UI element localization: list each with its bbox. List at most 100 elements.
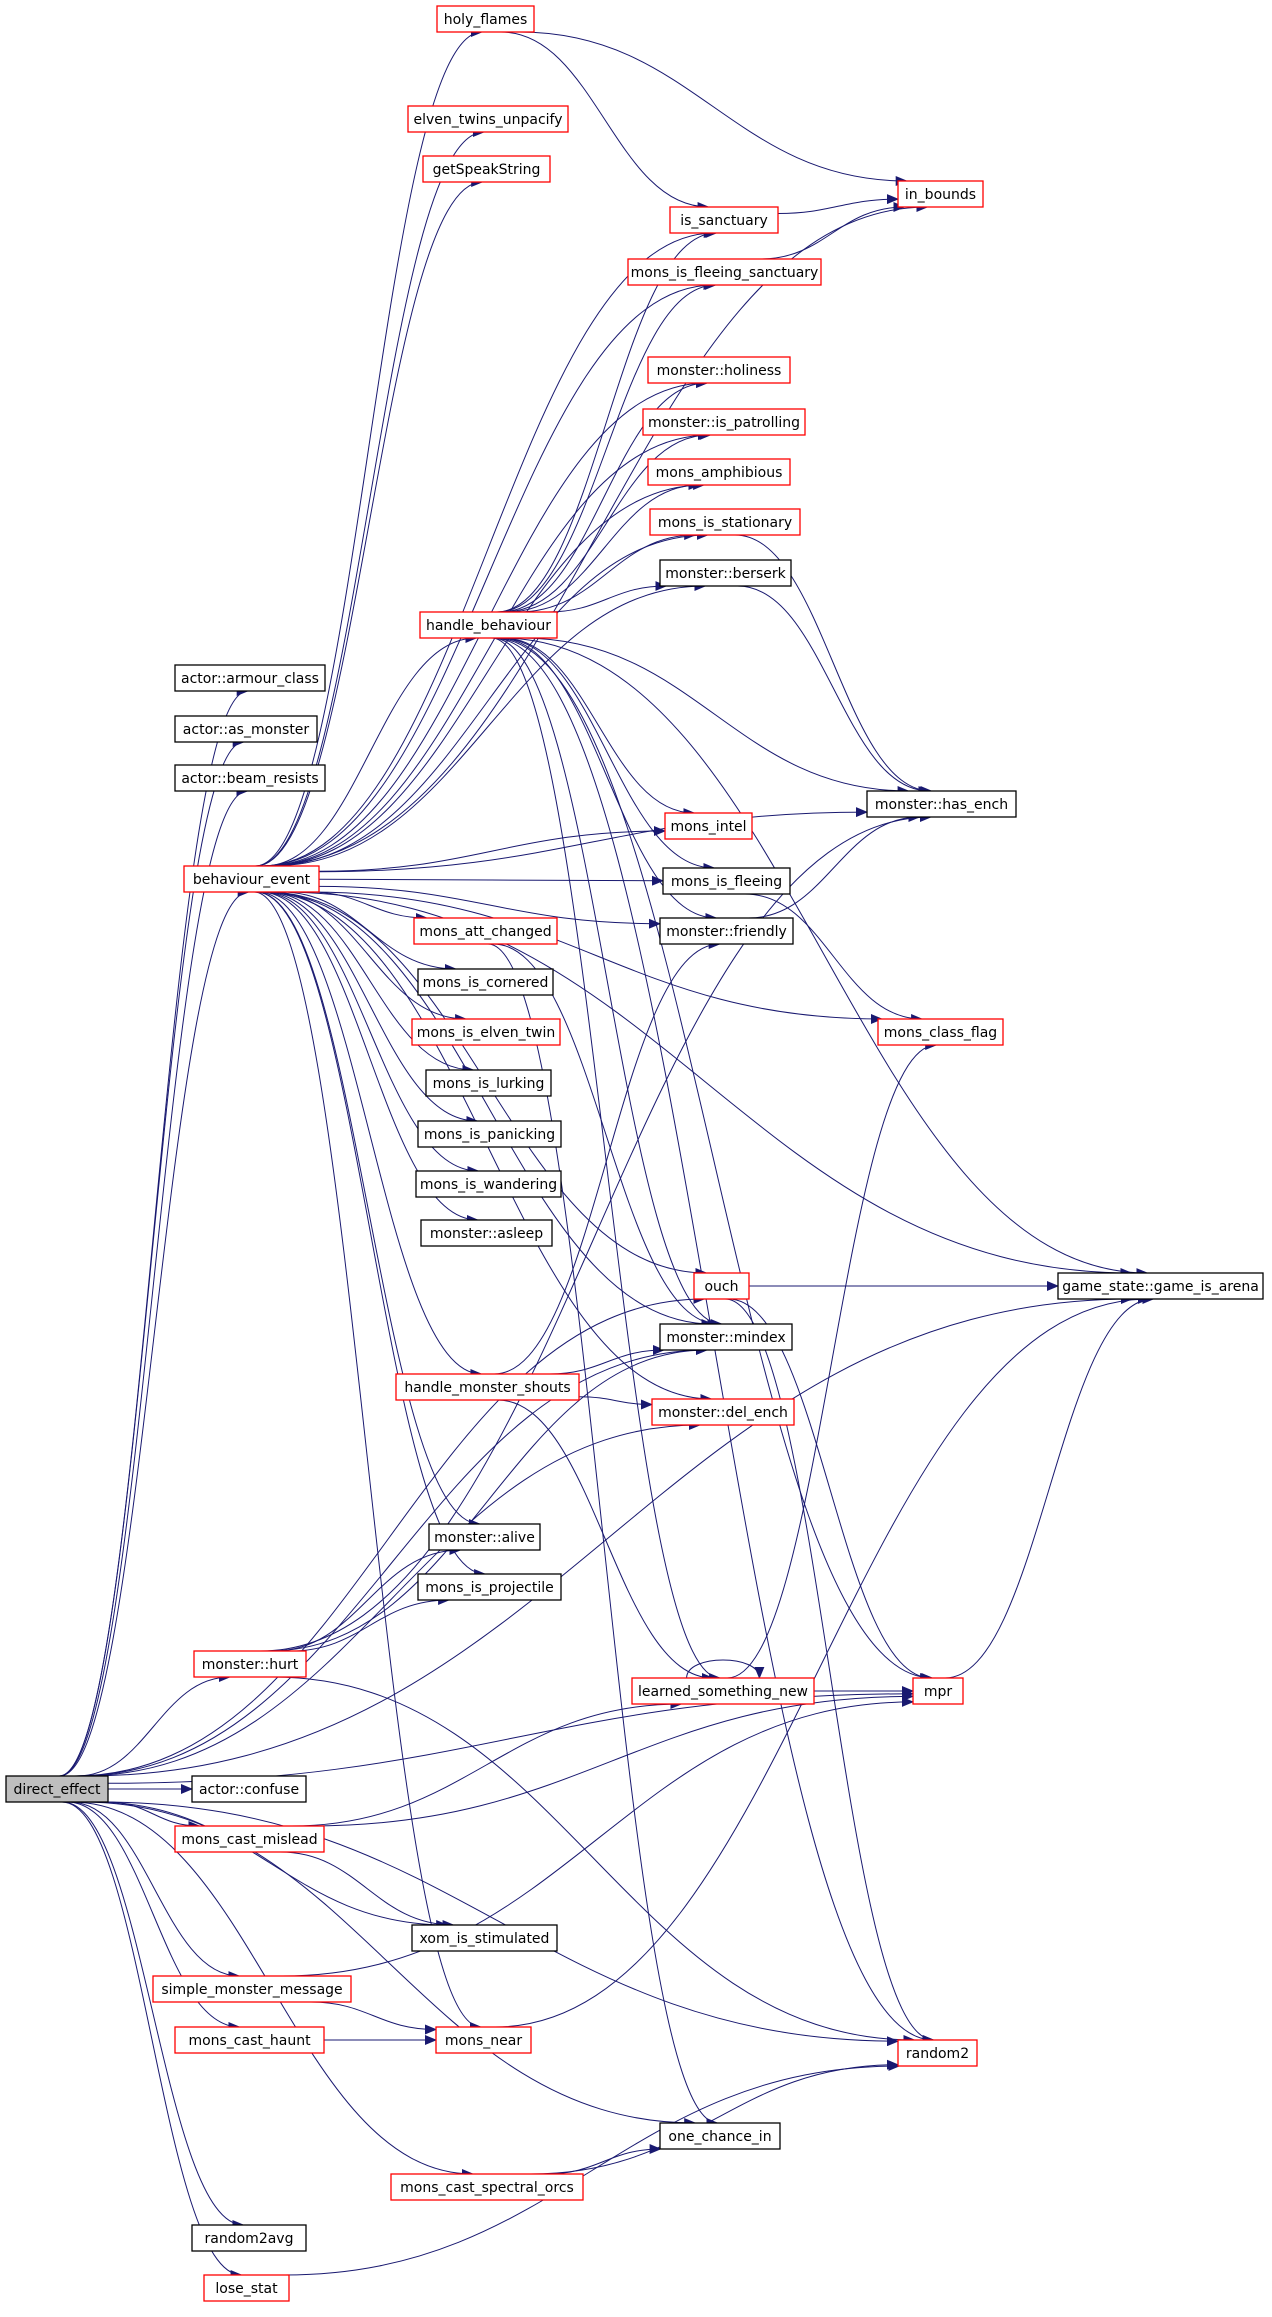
node-box — [664, 812, 753, 840]
node-xom-is-stimulated[interactable]: xom_is_stimulated — [411, 1924, 558, 1952]
node-label: mpr — [924, 1684, 953, 1700]
edge-monster_hurt-to-random2 — [272, 1676, 916, 2045]
edge-mons_near-to-game_state_game_is_arena — [495, 1294, 1150, 2028]
node-game-state-game-is-arena[interactable]: game_state::game_is_arena — [1057, 1272, 1264, 1300]
node-in-bounds[interactable]: in_bounds — [897, 180, 984, 208]
node-label: random2avg — [205, 2231, 294, 2247]
node-actor-confuse[interactable]: actor::confuse — [191, 1775, 307, 1803]
edge-behaviour_event-to-mons_is_fleeing — [318, 875, 664, 886]
node-monster-holiness[interactable]: monster::holiness — [647, 356, 791, 384]
node-getSpeakString[interactable]: getSpeakString — [422, 155, 551, 183]
edge-monster_hurt-to-monster_mindex — [268, 1345, 709, 1652]
node-monster-alive[interactable]: monster::alive — [428, 1523, 541, 1551]
node-one-chance-in[interactable]: one_chance_in — [659, 2122, 781, 2150]
node-mons-class-flag[interactable]: mons_class_flag — [877, 1018, 1004, 1046]
edge-behaviour_event-to-mons_is_fleeing_sanctuary — [261, 280, 716, 867]
node-mons-is-elven-twin[interactable]: mons_is_elven_twin — [411, 1018, 561, 1046]
node-box — [428, 1523, 541, 1551]
edge-direct_effect-to-actor_beam_resists — [59, 786, 249, 1777]
edge-behaviour_event-to-monster_asleep — [260, 891, 479, 1225]
node-monster-berserk[interactable]: monster::berserk — [659, 559, 792, 587]
node-direct-effect[interactable]: direct_effect — [5, 1775, 109, 1803]
node-mons-is-projectile[interactable]: mons_is_projectile — [417, 1573, 562, 1601]
edge-handle_behaviour-to-mons_intel — [502, 637, 696, 818]
node-mons-is-stationary[interactable]: mons_is_stationary — [649, 508, 801, 536]
node-simple-monster-message[interactable]: simple_monster_message — [152, 1975, 352, 2003]
edge-direct_effect-to-monster_hurt — [77, 1672, 231, 1777]
node-handle-monster-shouts[interactable]: handle_monster_shouts — [395, 1373, 580, 1401]
node-box — [413, 917, 558, 945]
edge-behaviour_event-to-mons_amphibious — [266, 480, 706, 867]
node-mpr[interactable]: mpr — [912, 1677, 964, 1705]
edge-behaviour_event-to-handle_behaviour — [263, 633, 478, 867]
edge-behaviour_event-to-mons_is_elven_twin — [271, 891, 468, 1024]
node-mons-cast-spectral-orcs[interactable]: mons_cast_spectral_orcs — [390, 2173, 584, 2201]
node-monster-has-ench[interactable]: monster::has_ench — [866, 790, 1017, 818]
node-label: mons_att_changed — [419, 924, 551, 940]
edge-behaviour_event-to-monster_is_patrolling — [264, 430, 712, 867]
node-box — [659, 559, 792, 587]
node-mons-amphibious[interactable]: mons_amphibious — [647, 458, 791, 486]
node-monster-friendly[interactable]: monster::friendly — [659, 917, 794, 945]
node-mons-is-panicking[interactable]: mons_is_panicking — [417, 1120, 562, 1148]
edge-behaviour_event-to-mons_is_panicking — [263, 891, 479, 1126]
edge-handle_monster_shouts-to-monster_del_ench — [578, 1396, 653, 1410]
node-monster-asleep[interactable]: monster::asleep — [420, 1219, 553, 1247]
node-mons-is-fleeing[interactable]: mons_is_fleeing — [662, 867, 791, 895]
node-monster-del-ench[interactable]: monster::del_ench — [651, 1398, 795, 1426]
edge-behaviour_event-to-mons_is_lurking — [266, 891, 475, 1075]
node-random2avg[interactable]: random2avg — [191, 2224, 307, 2252]
edge-ouch-to-mpr — [728, 1298, 933, 1683]
node-mons-cast-haunt[interactable]: mons_cast_haunt — [174, 2026, 325, 2054]
node-box — [662, 867, 791, 895]
node-mons-cast-mislead[interactable]: mons_cast_mislead — [174, 1825, 325, 1853]
node-label: mons_cast_spectral_orcs — [400, 2180, 574, 2196]
edge-direct_effect-to-mons_cast_haunt — [66, 1801, 241, 2032]
edge-mons_is_stationary-to-monster_has_ench — [734, 534, 933, 796]
edge-behaviour_event-to-mons_is_stationary — [268, 530, 709, 867]
edge-handle_behaviour-to-monster_mindex — [492, 637, 723, 1329]
edge-handle_behaviour-to-monster_berserk — [547, 581, 668, 613]
node-label: actor::confuse — [199, 1782, 299, 1798]
node-handle-behaviour[interactable]: handle_behaviour — [419, 611, 558, 639]
node-monster-hurt[interactable]: monster::hurt — [193, 1650, 307, 1678]
edge-learned_something_new-to-learned_something_new — [686, 1659, 765, 1679]
node-box — [659, 2122, 781, 2150]
edge-handle_behaviour-to-monster_friendly — [498, 637, 718, 923]
node-box — [411, 1924, 558, 1952]
node-lose-stat[interactable]: lose_stat — [203, 2274, 290, 2302]
node-actor-as-monster[interactable]: actor::as_monster — [174, 715, 318, 743]
node-mons-near[interactable]: mons_near — [435, 2026, 532, 2054]
node-actor-beam-resists[interactable]: actor::beam_resists — [174, 764, 326, 792]
node-random2[interactable]: random2 — [897, 2039, 978, 2067]
node-elven-twins-unpacify[interactable]: elven_twins_unpacify — [407, 105, 569, 133]
edge-layer — [59, 27, 1155, 2280]
node-actor-armour-class[interactable]: actor::armour_class — [174, 664, 326, 692]
node-ouch[interactable]: ouch — [693, 1272, 750, 1300]
edge-mons_cast_mislead-to-mpr — [309, 1691, 914, 1827]
edge-direct_effect-to-game_state_game_is_arena — [85, 1294, 1133, 1777]
edge-holy_flames-to-is_sanctuary — [500, 31, 710, 212]
node-is-sanctuary[interactable]: is_sanctuary — [669, 206, 779, 234]
node-label: monster::hurt — [202, 1657, 299, 1673]
node-monster-is-patrolling[interactable]: monster::is_patrolling — [642, 408, 806, 436]
node-label: game_state::game_is_arena — [1062, 1279, 1259, 1295]
node-box — [174, 2026, 325, 2054]
node-mons-is-lurking[interactable]: mons_is_lurking — [425, 1069, 552, 1097]
node-learned-something-new[interactable]: learned_something_new — [631, 1677, 815, 1705]
node-box — [651, 1398, 795, 1426]
node-mons-intel[interactable]: mons_intel — [664, 812, 753, 840]
node-mons-is-fleeing-sanctuary[interactable]: mons_is_fleeing_sanctuary — [627, 258, 822, 286]
node-mons-is-cornered[interactable]: mons_is_cornered — [417, 968, 554, 996]
node-box — [422, 155, 551, 183]
node-box — [649, 508, 801, 536]
node-behaviour-event[interactable]: behaviour_event — [183, 865, 320, 893]
node-label: monster::alive — [434, 1530, 535, 1546]
node-box — [897, 180, 984, 208]
node-mons-att-changed[interactable]: mons_att_changed — [413, 917, 558, 945]
node-label: lose_stat — [215, 2281, 278, 2297]
node-mons-is-wandering[interactable]: mons_is_wandering — [415, 1170, 562, 1198]
node-holy-flames[interactable]: holy_flames — [436, 5, 535, 33]
node-box — [417, 1120, 562, 1148]
node-monster-mindex[interactable]: monster::mindex — [659, 1323, 793, 1351]
